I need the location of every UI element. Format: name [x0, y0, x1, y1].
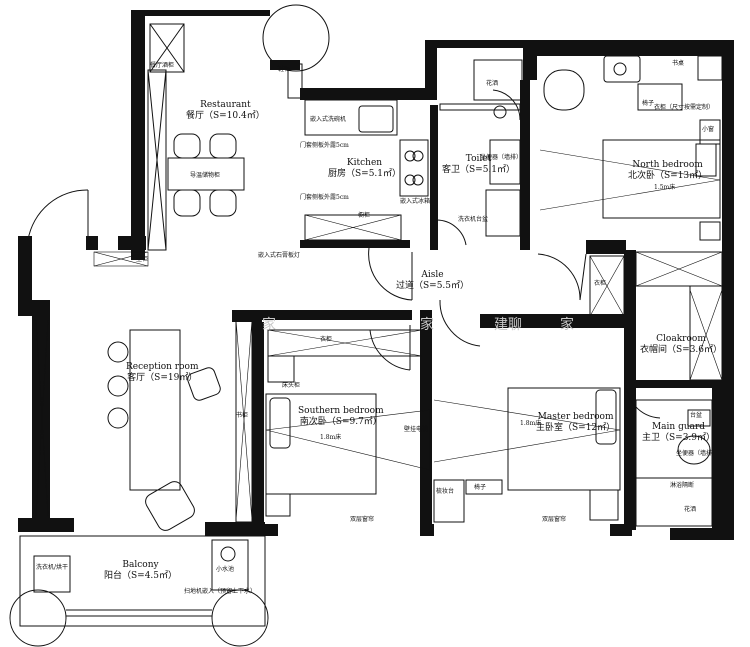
round-pillar	[9, 589, 67, 647]
watermark-text: 家	[560, 317, 574, 333]
wall	[18, 518, 74, 532]
note-stool: 椅子	[474, 484, 487, 491]
wall	[252, 322, 264, 522]
note-bed-north: 1.5m床	[654, 184, 676, 191]
note-sink: 嵌入式洗碗机	[310, 116, 347, 123]
wall	[300, 88, 430, 100]
note-wash-basin: 洗衣机台盆	[458, 216, 489, 223]
note-washer: 洗衣机/烘干	[36, 564, 69, 571]
wall	[420, 310, 432, 530]
wall	[270, 60, 300, 70]
note-fridge: 嵌入式冰箱	[400, 198, 431, 205]
note-wardrobe-c: 衣柜	[594, 280, 607, 287]
note-mop: 小水池	[216, 566, 235, 573]
watermark-text: 家	[420, 317, 434, 333]
note-kitchen-upper: 门套侧板外露5cm	[300, 142, 349, 149]
note-bed-south: 1.8m床	[320, 434, 342, 441]
note-toilet-stool: 坐便器（墙排）	[480, 154, 523, 161]
note-bookcase: 书柜	[236, 412, 249, 419]
wall	[520, 80, 530, 250]
wall	[722, 255, 734, 405]
note-desk: 书桌	[672, 60, 685, 67]
wall	[624, 380, 636, 530]
wall	[425, 40, 437, 100]
wall	[262, 310, 412, 320]
note-chair-north: 椅子	[642, 100, 655, 107]
wall	[712, 388, 734, 528]
note-tv: 壁挂电视	[404, 426, 429, 433]
wall	[636, 380, 734, 388]
note-flower-bed: 花洒	[486, 80, 499, 87]
note-bay-window-s: 双层窗帘	[350, 516, 375, 523]
note-side-table: 床头柜	[282, 382, 301, 389]
note-shoe-cabinet: 鞋柜	[278, 66, 291, 73]
wall	[480, 314, 630, 328]
note-wardrobe-north: 衣柜（尺寸按需定制）	[654, 104, 715, 111]
note-kitchen-lower: 门套侧板外露5cm	[300, 194, 349, 201]
note-shower-main: 淋浴隔断	[670, 482, 695, 489]
wall	[425, 40, 525, 48]
note-sweeper: 扫地机嵌入（预留上下水）	[184, 588, 257, 595]
wall	[86, 236, 98, 250]
note-small-window: 小窗	[702, 126, 715, 133]
balcony-frame	[19, 535, 266, 627]
round-pillar	[262, 4, 330, 72]
round-pillar	[211, 589, 269, 647]
note-dressing: 梳妆台	[436, 488, 455, 495]
wall	[300, 240, 410, 248]
note-bed-master: 1.8m床	[520, 420, 542, 427]
note-toilet-main: 坐便器（墙排）	[676, 450, 719, 457]
note-bay-window-m: 双层窗帘	[542, 516, 567, 523]
wall	[670, 528, 734, 540]
note-wine-cabinet: 餐厅酒柜	[150, 62, 175, 69]
note-cabinet: 橱柜	[358, 212, 371, 219]
wall	[523, 40, 733, 56]
note-stone-hint: 嵌入式石膏板灯	[258, 252, 301, 259]
note-dining-sideboard: 导温储物柜	[190, 172, 221, 179]
wall	[131, 10, 145, 260]
wall	[262, 524, 278, 536]
note-small-cabinet: 壁柜	[136, 256, 149, 263]
wall	[205, 522, 265, 536]
wall	[145, 10, 270, 16]
wall	[18, 236, 32, 316]
wall	[586, 240, 626, 254]
wall	[420, 524, 434, 536]
note-flower-main: 花洒	[684, 506, 697, 513]
wall	[118, 236, 146, 250]
wall	[232, 310, 262, 322]
wall	[722, 40, 734, 260]
note-wardrobe-s: 衣柜	[320, 336, 333, 343]
watermark-text: 建聊	[494, 317, 522, 333]
wall	[430, 105, 438, 250]
watermark-text: 家	[262, 317, 276, 333]
wall	[610, 524, 632, 536]
note-basin-main: 台盆	[690, 412, 703, 419]
